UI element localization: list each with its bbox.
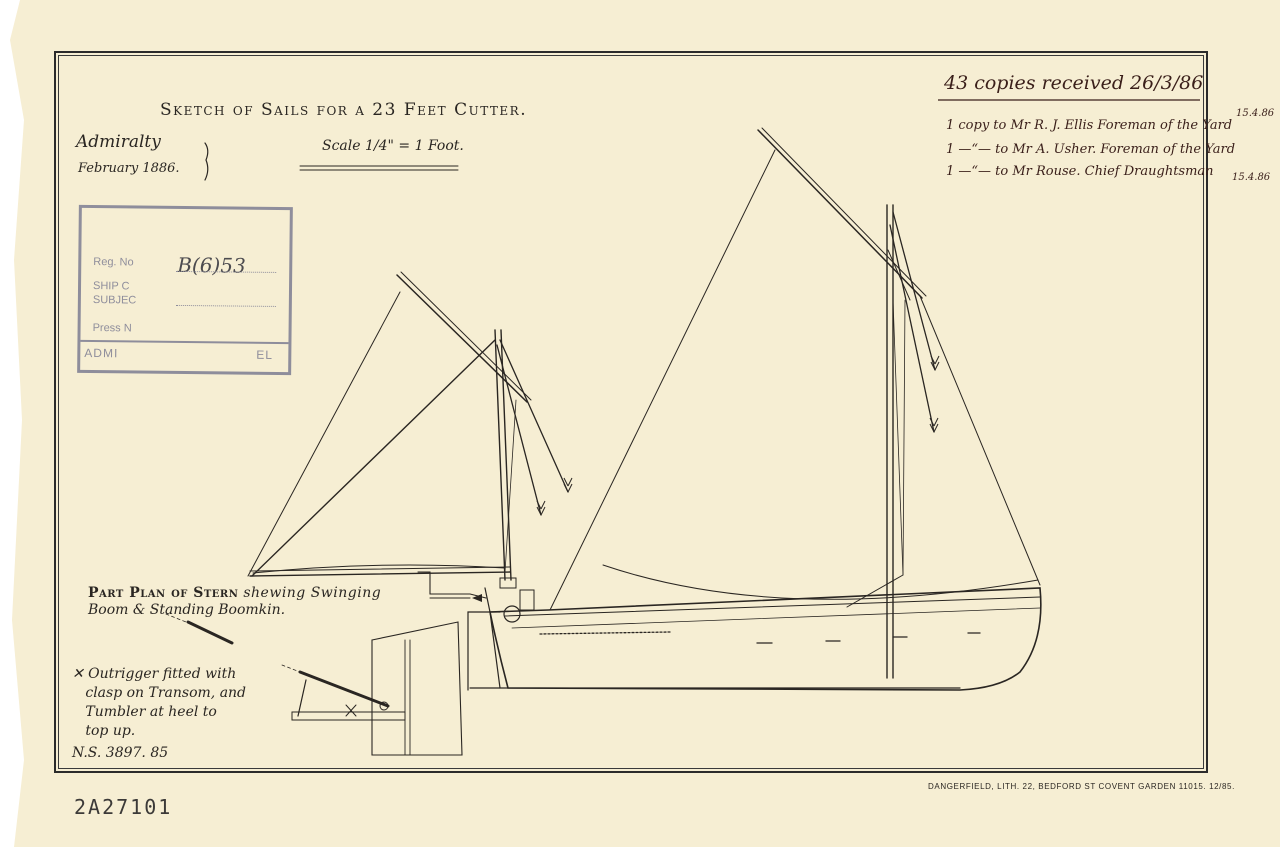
main-yard (757, 129, 923, 299)
date-bracket (204, 142, 209, 181)
drawing-border (54, 51, 1208, 773)
main-sail-luff (549, 149, 776, 611)
issuer-label: Admiralty (76, 132, 161, 152)
stern-plan-heading: Part Plan of Stern shewing Swinging (88, 585, 381, 601)
main-sail-foot (602, 564, 1039, 600)
halyard-tassels (536, 355, 940, 516)
distribution-note-2: 1 —“— to Mr A. Usher. Foreman of the Yar… (946, 142, 1236, 157)
distribution-note-1-date: 15.4.86 (1236, 108, 1275, 119)
catalog-number: 2A27101 (74, 795, 173, 819)
stern-plan-heading-main: Part Plan of Stern (88, 585, 239, 601)
hull-outline (489, 587, 1042, 691)
main-halyard (892, 211, 936, 371)
boomkin (417, 571, 471, 599)
mizzen-halyard (499, 339, 569, 493)
distribution-note-1: 1 copy to Mr R. J. Ellis Foreman of the … (946, 118, 1233, 133)
printer-imprint: DANGERFIELD, LITH. 22, BEDFORD ST COVENT… (928, 782, 1235, 791)
outrigger-boom (298, 670, 390, 708)
mizzen-yard (396, 274, 528, 403)
stern-plan-subheading: Boom & Standing Boomkin. (88, 602, 286, 618)
transom (484, 587, 501, 689)
rudder-head (503, 605, 521, 623)
hull-ports (539, 631, 981, 644)
distribution-note-3: 1 —“— to Mr Rouse. Chief Draughtsman (946, 164, 1214, 179)
stern-post (467, 611, 501, 691)
copies-received-note: 43 copies received 26/3/86 (944, 72, 1204, 94)
drawing-number: N.S. 3897. 85 (72, 745, 169, 761)
hull-rubbing-strake (511, 607, 1041, 629)
mizzen-sail-diagonal (251, 339, 496, 577)
outrigger-note: ✕ Outrigger fitted with clasp on Transom… (72, 666, 247, 739)
drawing-title: Sketch of Sails for a 23 Feet Cutter. (160, 100, 528, 120)
transom-clasp (291, 711, 406, 721)
mizzen-sail-luff (247, 291, 401, 577)
outrigger-boom-detached (186, 620, 234, 645)
mizzen-boom (249, 571, 511, 577)
drawing-border-inner (58, 55, 1204, 769)
scale-label: Scale 1/4" = 1 Foot. (322, 138, 464, 154)
distribution-note-3-date: 15.4.86 (1232, 172, 1271, 183)
hull-sheer-line (504, 596, 1041, 617)
stern-plan-heading-rest: shewing Swinging (243, 585, 382, 601)
mizzen-mast (494, 329, 506, 581)
issue-date: February 1886. (78, 161, 180, 176)
main-sail-leech (919, 295, 1041, 586)
stern-plan-transom (371, 621, 463, 756)
